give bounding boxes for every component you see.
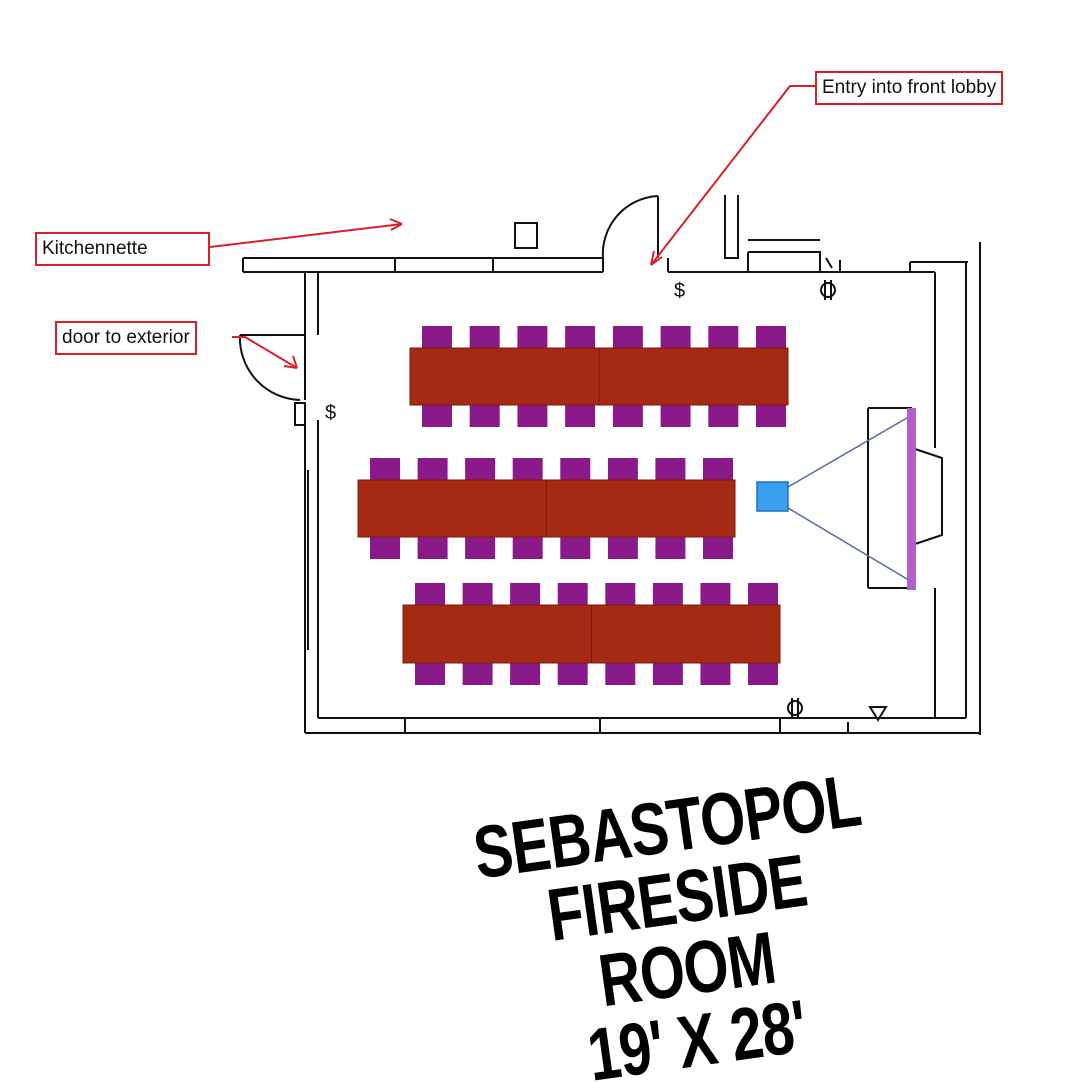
chair xyxy=(512,458,543,480)
chair xyxy=(465,537,496,559)
chair xyxy=(469,326,500,348)
chair xyxy=(370,458,400,480)
chair xyxy=(756,405,786,427)
chair xyxy=(655,537,686,559)
chair xyxy=(422,405,452,427)
chair xyxy=(652,583,683,605)
chair xyxy=(652,663,683,685)
chair xyxy=(605,663,636,685)
chair xyxy=(660,405,691,427)
callout-exterior-door: door to exterior xyxy=(55,321,197,355)
callout-arrows xyxy=(209,85,815,369)
banquet-table xyxy=(591,604,781,664)
chair xyxy=(560,458,591,480)
chair xyxy=(510,583,541,605)
chair xyxy=(660,326,691,348)
chair xyxy=(607,537,638,559)
exterior-door xyxy=(238,334,305,401)
chair xyxy=(557,583,588,605)
banquet-table xyxy=(357,479,547,538)
banquet-table xyxy=(409,347,600,406)
chair xyxy=(415,583,445,605)
chair xyxy=(415,663,445,685)
projection-screen xyxy=(907,408,916,590)
chair xyxy=(469,405,500,427)
projector xyxy=(756,481,789,512)
chair xyxy=(370,537,400,559)
chair xyxy=(465,458,496,480)
chair xyxy=(607,458,638,480)
banquet-table xyxy=(546,479,736,538)
banquet-table xyxy=(402,604,592,664)
chair xyxy=(708,326,739,348)
chair xyxy=(462,583,493,605)
callout-entry-lobby: Entry into front lobby xyxy=(815,71,1004,105)
lobby-door xyxy=(601,195,659,259)
dollar-symbol-top: $ xyxy=(674,280,685,302)
seating-layout xyxy=(357,326,789,685)
chair xyxy=(708,405,739,427)
chair xyxy=(565,326,596,348)
chair xyxy=(612,326,643,348)
banquet-table xyxy=(598,347,789,406)
chair xyxy=(557,663,588,685)
chair xyxy=(700,663,731,685)
chair xyxy=(703,458,733,480)
dollar-symbol-left: $ xyxy=(325,402,336,424)
chair xyxy=(703,537,733,559)
chair xyxy=(512,537,543,559)
chair xyxy=(748,583,778,605)
chair xyxy=(612,405,643,427)
chair xyxy=(417,537,448,559)
chair xyxy=(756,326,786,348)
chair xyxy=(655,458,686,480)
chair xyxy=(510,663,541,685)
chair xyxy=(517,405,548,427)
chair xyxy=(462,663,493,685)
outlet-symbols xyxy=(787,280,888,722)
chair xyxy=(517,326,548,348)
chair xyxy=(748,663,778,685)
chair xyxy=(605,583,636,605)
callout-kitchenette: Kitchennette xyxy=(35,232,210,266)
projection-beam xyxy=(787,414,913,583)
chair xyxy=(565,405,596,427)
chair xyxy=(700,583,731,605)
chair xyxy=(417,458,448,480)
chair xyxy=(560,537,591,559)
chair xyxy=(422,326,452,348)
